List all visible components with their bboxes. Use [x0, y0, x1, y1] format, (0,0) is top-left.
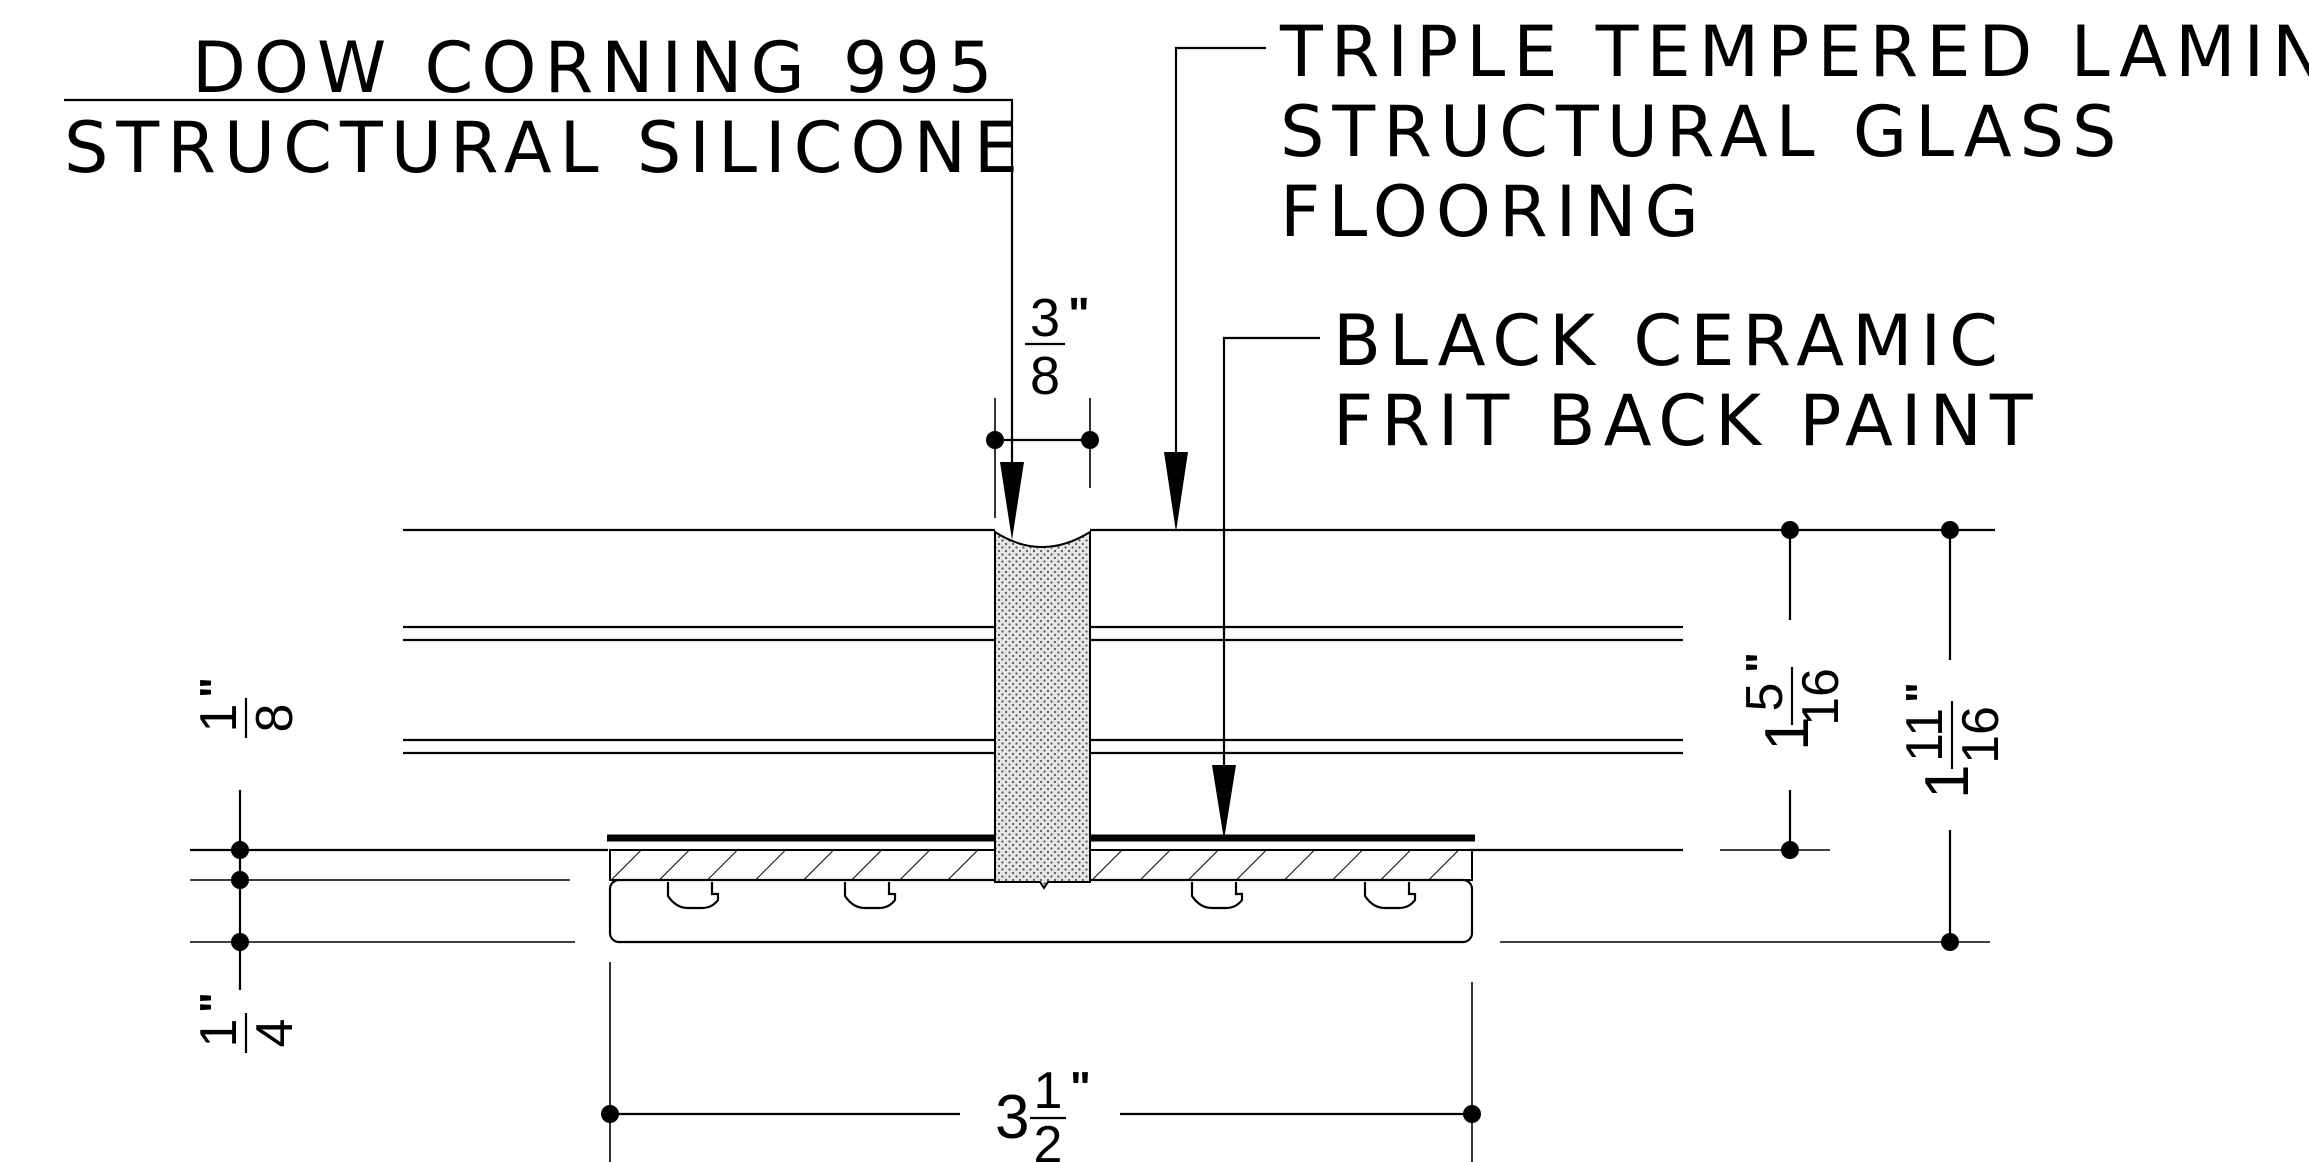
dim-support-dot-right: [1463, 1105, 1481, 1123]
dim-glass-denominator: 16: [1792, 668, 1850, 726]
dim-glass-numerator: 5: [1736, 683, 1794, 712]
silicone-label-line1: DOW CORNING 995: [192, 27, 1001, 109]
dim-support-denominator: 2: [1034, 1116, 1063, 1162]
dim-glass-thickness: 1 5 16 ": [1520, 521, 1850, 859]
gasket-clip: [843, 882, 897, 910]
silicone-label-line2: STRUCTURAL SILICONE: [64, 107, 1026, 189]
dim-total-dot-top: [1941, 521, 1959, 539]
dim-bottom-layer-numerator: 1: [190, 1019, 248, 1048]
silicone-leader-line: [64, 98, 1014, 492]
gasket-clip: [666, 882, 720, 910]
dim-joint-dot-right: [1081, 431, 1099, 449]
dim-glass-dot-bottom: [1781, 841, 1799, 859]
dim-total-numerator: 11: [1896, 708, 1954, 762]
dim-joint-numerator: 3: [1030, 288, 1060, 348]
gasket-clips: [666, 882, 1417, 910]
glass-leader-line: [1174, 46, 1266, 460]
dim-bottom-layer-unit: ": [191, 992, 240, 1013]
dim-joint-unit: ": [1068, 288, 1090, 340]
dim-joint-width: 3 8 ": [986, 288, 1099, 518]
dim-total-dot-bottom: [1941, 933, 1959, 951]
support-extrusion-body: [608, 878, 1474, 944]
dim-bottom-layer-text: 1 4 ": [190, 992, 304, 1053]
dim-left-dot-bottom: [231, 933, 249, 951]
dim-joint-dot-left: [986, 431, 1004, 449]
dim-top-layer-numerator: 1: [190, 704, 248, 733]
glass-label: TRIPLE TEMPERED LAMINA STRUCTURAL GLASS …: [1164, 11, 2309, 532]
silicone-label: DOW CORNING 995 STRUCTURAL SILICONE: [64, 27, 1026, 540]
dim-glass-whole: 1: [1753, 717, 1822, 751]
dim-bottom-layer-denominator: 4: [246, 1019, 304, 1048]
frit-label: BLACK CERAMIC FRIT BACK PAINT: [1212, 300, 2041, 840]
dim-joint-denominator: 8: [1030, 346, 1060, 406]
frit-leader-arrowhead: [1212, 765, 1236, 840]
glass-laminate: [190, 528, 1995, 852]
dim-support-numerator: 1: [1034, 1062, 1063, 1120]
silicone-leader-arrowhead: [1000, 462, 1024, 540]
dim-support-width: 3 1 2 ": [601, 962, 1481, 1162]
gasket-clip: [1190, 882, 1244, 910]
glass-leader-arrowhead: [1164, 452, 1188, 532]
dim-total-unit: ": [1897, 682, 1946, 703]
frit-label-line2: FRIT BACK PAINT: [1333, 380, 2041, 462]
structural-silicone-joint: [994, 530, 1091, 890]
dim-left-layers: 1 8 " 1 4 ": [190, 677, 608, 1053]
dim-total-text: 1 11 16 ": [1896, 682, 2010, 799]
dim-left-dot-top: [231, 841, 249, 859]
dim-top-layer-unit: ": [191, 677, 240, 698]
support-extrusion: [608, 878, 1474, 944]
gasket-clip: [1363, 882, 1417, 910]
dim-top-layer-denominator: 8: [246, 704, 304, 733]
glass-label-line1: TRIPLE TEMPERED LAMINA: [1279, 11, 2309, 93]
glass-label-line2: STRUCTURAL GLASS: [1280, 91, 2124, 173]
glass-label-line3: FLOORING: [1280, 171, 1707, 253]
dim-support-dot-left: [601, 1105, 619, 1123]
dim-glass-unit: ": [1737, 652, 1786, 673]
dim-total-thickness: 1 11 16 ": [1500, 521, 2010, 951]
dim-top-layer-text: 1 8 ": [190, 677, 304, 738]
dim-glass-text: 1 5 16 ": [1736, 652, 1850, 751]
dim-total-denominator: 16: [1952, 706, 2010, 764]
dim-total-whole: 1: [1913, 765, 1982, 799]
dim-support-whole: 3: [995, 1083, 1029, 1152]
frit-leader-line: [1222, 336, 1320, 765]
frit-label-line1: BLACK CERAMIC: [1333, 300, 2006, 382]
dim-glass-dot-top: [1781, 521, 1799, 539]
dim-support-unit: ": [1070, 1063, 1091, 1112]
dim-left-dot-mid: [231, 871, 249, 889]
